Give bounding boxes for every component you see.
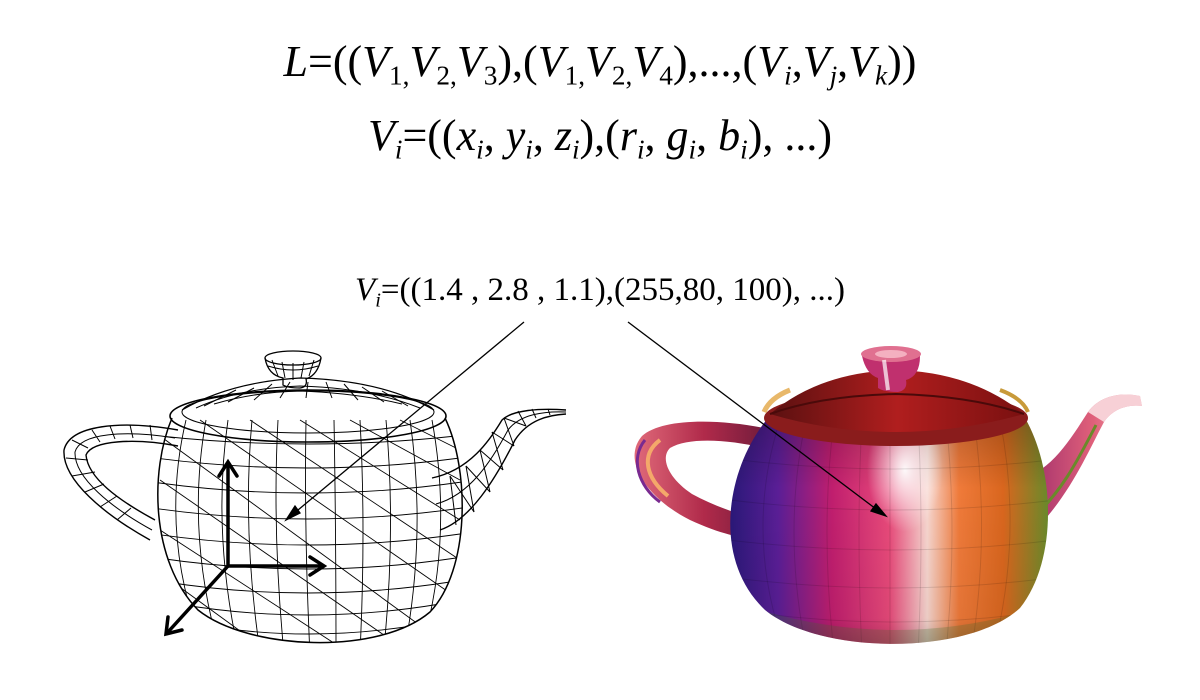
eq-l-c2: ,: [837, 37, 849, 86]
eq-v-zs: i: [571, 134, 580, 165]
eq-ex-tail: ), ...): [781, 272, 845, 308]
eq-l-lhs: L: [283, 37, 309, 86]
pointer-arrows: [284, 321, 888, 522]
eq-l-p2: ),...,(: [672, 37, 758, 86]
wireframe-lid: [181, 377, 435, 411]
arrow-to-shaded-vertex: [627, 321, 881, 513]
y-axis-arrowhead: [217, 458, 239, 478]
eq-l-v3: V: [456, 37, 484, 86]
shaded-knob: [861, 346, 921, 392]
arrowhead-shaded-icon: [869, 502, 888, 518]
eq-l-p1: ),(: [497, 37, 538, 86]
z-axis: [166, 564, 230, 634]
wireframe-teapot-icon: [63, 350, 567, 644]
wireframe-spout: [431, 408, 567, 531]
eq-l-c1: ,: [791, 37, 803, 86]
eq-l-v7: V: [757, 37, 785, 86]
eq-l-p0: ((: [332, 37, 363, 86]
eq-v-p2: ), ...): [747, 111, 832, 160]
eq-l-v2: V: [409, 37, 437, 86]
eq-v-bs: i: [740, 134, 748, 165]
eq-l-s9: k: [875, 60, 888, 91]
eq-v-p0: ((: [427, 111, 457, 160]
eq-v-lhs-sub: i: [394, 134, 403, 165]
eq-v-p1: ),(: [579, 111, 620, 160]
vertex-example-equation: Vi=((1.4 , 2.8 , 1.1),(255,80, 100), ...…: [355, 272, 845, 312]
eq-l-s5: 2,: [611, 60, 633, 91]
eq-l-v4: V: [537, 37, 565, 86]
eq-l-p3: )): [887, 37, 917, 86]
eq-l-s2: 2,: [436, 60, 457, 91]
vertex-definition-equation: Vi=((xi, yi, zi),(ri, gi, bi), ...): [367, 111, 832, 165]
shaded-lid: [761, 370, 1030, 446]
eq-v-y: y: [505, 111, 526, 160]
eq-l-s6: 4: [659, 60, 673, 91]
eq-ex-position: 1.4 , 2.8 , 1.1: [421, 272, 595, 308]
eq-v-c1: ,: [483, 111, 506, 160]
shaded-body-facets: [730, 418, 1049, 644]
eq-v-xs: i: [476, 134, 484, 165]
arrowhead-wireframe-icon: [284, 504, 301, 522]
arrow-to-wireframe-vertex: [291, 321, 525, 516]
eq-v-rs: i: [636, 134, 645, 165]
coordinate-axes-icon: [163, 458, 328, 637]
wireframe-body-outline: [157, 417, 463, 644]
eq-l-v8: V: [802, 37, 830, 86]
eq-v-x: x: [456, 111, 477, 160]
triangle-list-equation: L=((V1,V2,V3),(V1,V2,V4),...,(Vi,Vj,Vk)): [283, 37, 917, 91]
wireframe-lid-rim: [169, 389, 447, 443]
z-axis-arrowhead: [163, 615, 184, 637]
eq-l-s3: 3: [483, 60, 498, 91]
eq-l-s1: 1,: [389, 60, 410, 91]
eq-ex-lhs-sub: i: [375, 289, 381, 312]
eq-ex-lhs: V: [355, 272, 376, 308]
eq-v-r: r: [619, 111, 637, 160]
eq-l-s4: 1,: [564, 60, 586, 91]
eq-l-v5: V: [585, 37, 612, 86]
eq-l-s7: i: [784, 60, 792, 91]
x-axis-arrowhead: [308, 555, 328, 577]
eq-l-v1: V: [362, 37, 390, 86]
eq-v-g: g: [666, 111, 689, 160]
eq-v-lhs: V: [367, 111, 395, 160]
eq-v-c4: ,: [696, 111, 719, 160]
eq-v-c3: ,: [644, 111, 667, 160]
eq-ex-color: 255,80, 100: [624, 272, 782, 308]
wireframe-handle: [63, 424, 179, 541]
wireframe-body-mesh: [157, 419, 463, 643]
eq-l-v9: V: [848, 37, 876, 86]
wireframe-knob: [264, 350, 322, 389]
eq-l-s8: j: [829, 60, 838, 91]
eq-v-z: z: [554, 111, 572, 160]
eq-v-c2: ,: [532, 111, 555, 160]
shaded-teapot-icon: [634, 346, 1142, 644]
eq-v-ys: i: [525, 134, 533, 165]
eq-l-v6: V: [632, 37, 660, 86]
eq-v-gs: i: [688, 134, 697, 165]
eq-v-b: b: [718, 111, 741, 160]
